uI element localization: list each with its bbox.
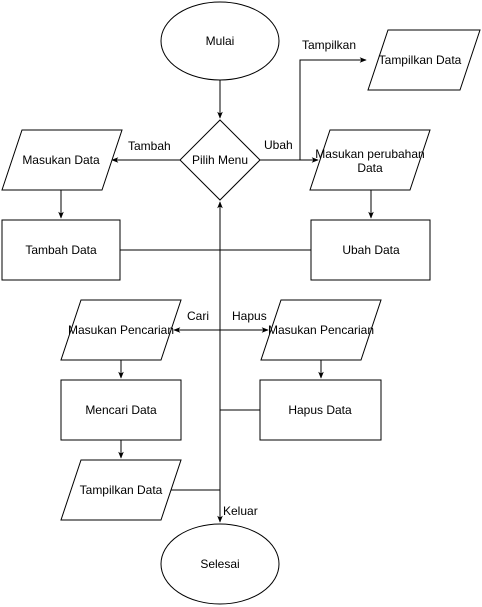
edge-label-edit: Ubah xyxy=(264,138,293,152)
node-add: Tambah Data xyxy=(1,219,121,281)
node-search-input: Masukan Pencarian xyxy=(60,299,182,361)
node-end-label: Selesai xyxy=(200,557,239,571)
node-search-show-label: Tampilkan Data xyxy=(80,483,163,497)
edge-label-delete: Hapus xyxy=(232,309,267,323)
node-show-top: Tampilkan Data xyxy=(367,29,481,91)
node-delete-input: Masukan Pencarian xyxy=(260,299,382,361)
edge-label-add: Tambah xyxy=(128,139,171,153)
node-menu: Pilih Menu xyxy=(179,119,261,201)
node-delete: Hapus Data xyxy=(259,379,382,441)
edge-label-show: Tampilkan xyxy=(302,38,356,52)
node-input-edit-label-1: Masukan perubahan xyxy=(315,147,424,161)
node-search-input-label: Masukan Pencarian xyxy=(68,323,174,337)
node-input-add: Masukan Data xyxy=(1,129,123,191)
node-show-top-label: Tampilkan Data xyxy=(379,53,462,67)
node-start: Mulai xyxy=(160,1,280,81)
edge-label-exit: Keluar xyxy=(223,504,258,518)
node-start-label: Mulai xyxy=(206,34,235,48)
edge-label-search: Cari xyxy=(187,309,209,323)
node-search-label: Mencari Data xyxy=(85,403,157,417)
edge-menu-to-show xyxy=(260,57,367,161)
node-edit-label: Ubah Data xyxy=(342,243,400,257)
node-delete-input-label: Masukan Pencarian xyxy=(268,323,374,337)
node-end: Selesai xyxy=(160,523,280,605)
node-delete-label: Hapus Data xyxy=(288,403,352,417)
node-input-edit: Masukan perubahan Data xyxy=(309,129,431,191)
node-input-edit-label-2: Data xyxy=(357,161,383,175)
node-search-show: Tampilkan Data xyxy=(60,459,182,521)
node-add-label: Tambah Data xyxy=(25,243,97,257)
node-edit: Ubah Data xyxy=(310,219,431,281)
node-search: Mencari Data xyxy=(60,379,182,441)
node-input-add-label: Masukan Data xyxy=(22,153,100,167)
node-menu-label: Pilih Menu xyxy=(192,153,248,167)
